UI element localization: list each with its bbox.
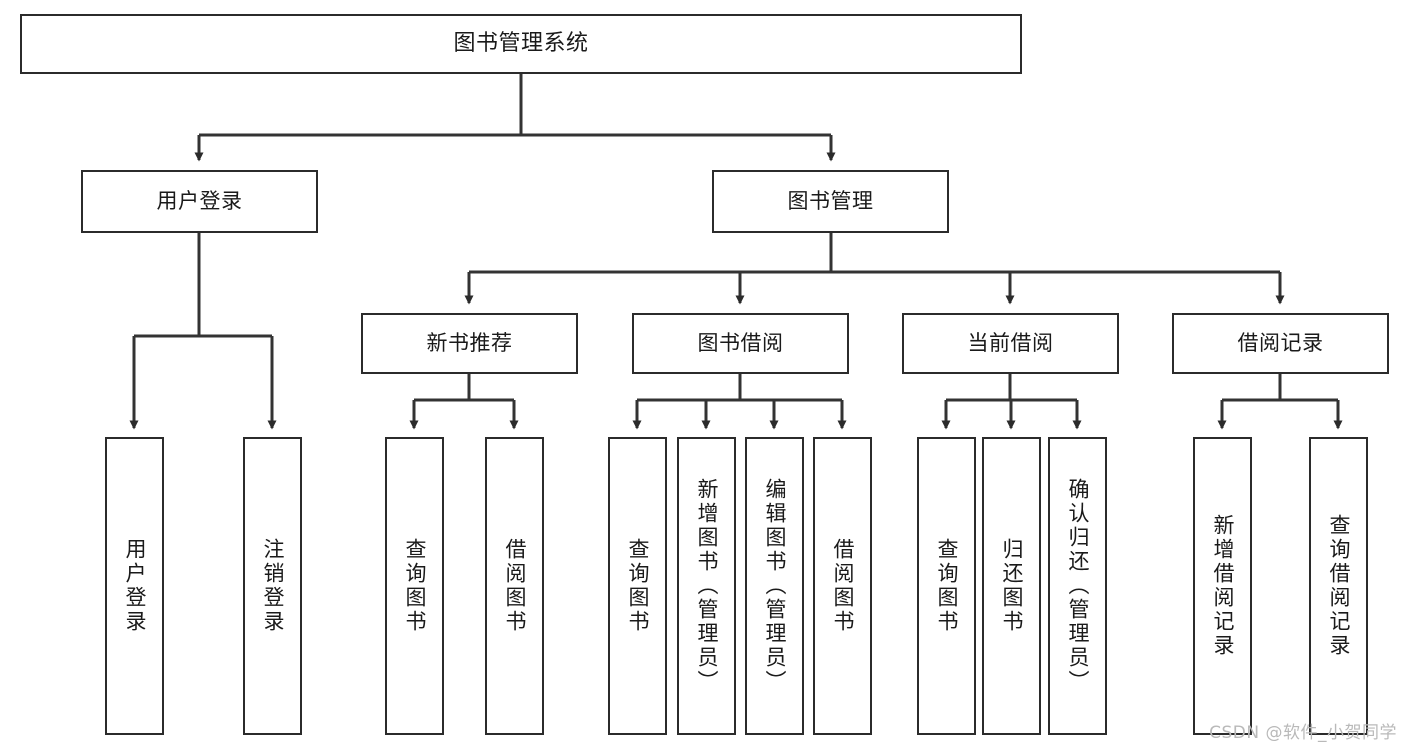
leaf-book-borrow-query-book[interactable]: 查询图书 <box>608 437 667 735</box>
node-label: 借阅图书 <box>503 538 527 634</box>
leaf-new-book-query-book[interactable]: 查询图书 <box>385 437 444 735</box>
leaf-current-borrow-return-book[interactable]: 归还图书 <box>982 437 1041 735</box>
node-label: 查询图书 <box>935 538 959 634</box>
node-user-login[interactable]: 用户登录 <box>81 170 318 233</box>
node-label: 新增借阅记录 <box>1211 514 1235 658</box>
node-label: 用户登录 <box>123 538 147 634</box>
node-label: 图书借阅 <box>697 331 784 356</box>
node-label: 当前借阅 <box>967 331 1054 356</box>
node-label: 归还图书 <box>1000 538 1024 634</box>
node-label: 查询借阅记录 <box>1327 514 1351 658</box>
node-label: 用户登录 <box>156 189 243 214</box>
node-label: 查询图书 <box>403 538 427 634</box>
node-borrow-record[interactable]: 借阅记录 <box>1172 313 1389 374</box>
leaf-new-book-borrow-book[interactable]: 借阅图书 <box>485 437 544 735</box>
node-label: 确认归还（管理员） <box>1066 478 1090 694</box>
leaf-current-borrow-confirm-return-admin[interactable]: 确认归还（管理员） <box>1048 437 1107 735</box>
node-label: 新增图书（管理员） <box>695 478 719 694</box>
leaf-book-borrow-add-book-admin[interactable]: 新增图书（管理员） <box>677 437 736 735</box>
leaf-book-borrow-edit-book-admin[interactable]: 编辑图书（管理员） <box>745 437 804 735</box>
node-label: 查询图书 <box>626 538 650 634</box>
leaf-user-login-logout[interactable]: 注销登录 <box>243 437 302 735</box>
node-book-borrow[interactable]: 图书借阅 <box>632 313 849 374</box>
node-label: 注销登录 <box>261 538 285 634</box>
node-label: 借阅记录 <box>1237 331 1324 356</box>
leaf-current-borrow-query-book[interactable]: 查询图书 <box>917 437 976 735</box>
node-label: 图书管理系统 <box>453 31 589 57</box>
node-current-borrow[interactable]: 当前借阅 <box>902 313 1119 374</box>
node-new-book-recommend[interactable]: 新书推荐 <box>361 313 578 374</box>
leaf-user-login-login[interactable]: 用户登录 <box>105 437 164 735</box>
leaf-borrow-record-add-record[interactable]: 新增借阅记录 <box>1193 437 1252 735</box>
node-label: 新书推荐 <box>426 331 513 356</box>
node-label: 编辑图书（管理员） <box>763 478 787 694</box>
leaf-book-borrow-borrow-book[interactable]: 借阅图书 <box>813 437 872 735</box>
node-label: 借阅图书 <box>831 538 855 634</box>
node-label: 图书管理 <box>787 189 874 214</box>
node-book-management[interactable]: 图书管理 <box>712 170 949 233</box>
node-root-book-management-system[interactable]: 图书管理系统 <box>20 14 1022 74</box>
leaf-borrow-record-query-record[interactable]: 查询借阅记录 <box>1309 437 1368 735</box>
